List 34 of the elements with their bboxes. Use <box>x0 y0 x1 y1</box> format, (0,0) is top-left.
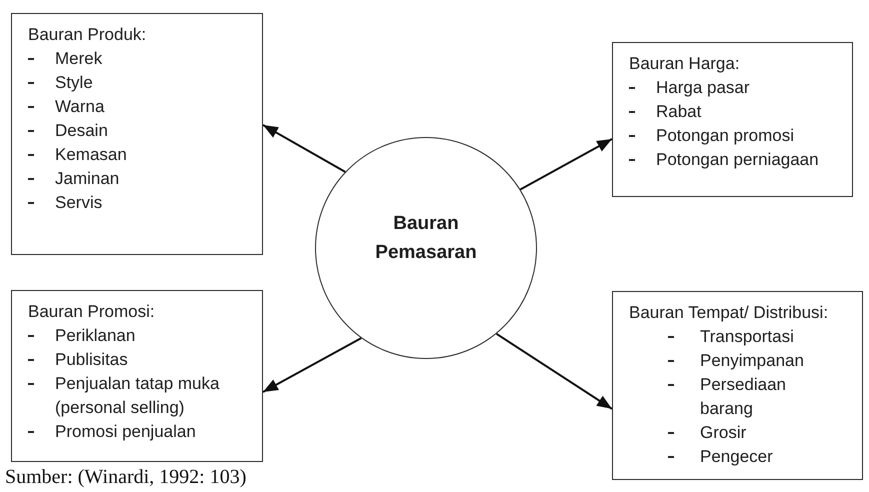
list-item: Potongan perniagaan <box>656 149 820 171</box>
arrow <box>520 138 612 190</box>
list-heading: Bauran Tempat/ Distribusi: <box>629 302 828 324</box>
list-item: Persediaan barang <box>700 374 788 420</box>
list-item: Potongan promosi <box>656 125 795 147</box>
list-item: Desain <box>55 120 109 142</box>
list-item: Harga pasar <box>656 77 751 99</box>
list-item: Kemasan <box>55 144 128 166</box>
list-heading: Bauran Harga: <box>629 53 740 75</box>
category-box <box>11 290 263 462</box>
list-item: Pengecer <box>700 446 774 468</box>
list-item: Merek <box>55 48 104 70</box>
arrow <box>496 332 613 410</box>
arrow <box>262 337 362 393</box>
source-caption: Sumber: (Winardi, 1992: 103) <box>5 466 246 488</box>
arrow <box>262 124 346 173</box>
list-item: Periklanan <box>55 325 136 347</box>
category-box <box>612 291 863 480</box>
list-heading: Bauran Promosi: <box>28 301 155 323</box>
list-item: Penyimpanan <box>700 350 805 372</box>
list-item: Style <box>55 72 94 94</box>
list-item: Servis <box>55 192 104 214</box>
list-item: Promosi penjualan <box>55 421 197 443</box>
list-item: Transportasi <box>700 326 795 348</box>
category-box <box>612 42 853 197</box>
list-heading: Bauran Produk: <box>28 24 146 46</box>
category-box <box>11 13 263 255</box>
list-item: Publisitas <box>55 349 129 371</box>
circle-label: Bauran Pemasaran <box>375 212 477 265</box>
list-item: Jaminan <box>55 168 120 190</box>
list-item: Penjualan tatap muka (personal selling) <box>55 373 220 419</box>
list-item: Rabat <box>656 101 702 123</box>
list-item: Warna <box>55 96 106 118</box>
list-item: Grosir <box>700 422 748 444</box>
